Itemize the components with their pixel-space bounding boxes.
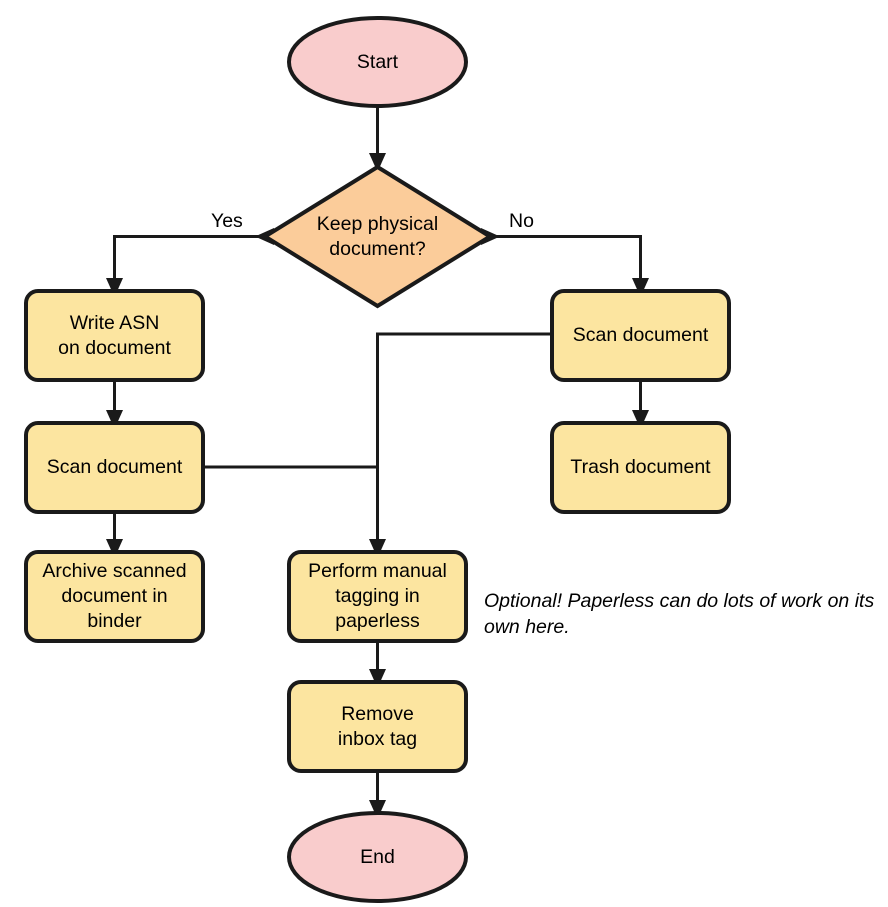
optional-note: Optional! Paperless can do lots of work …: [484, 590, 875, 638]
edge-remove-inbox-to-end: [369, 771, 386, 819]
node-archive-binder-shape[interactable]: [24, 550, 205, 643]
node-end-shape[interactable]: [287, 811, 468, 903]
edge-start-to-decision: [369, 106, 386, 172]
edge-decision-to-write-asn: [106, 228, 274, 297]
edge-scan-left-to-archive: [106, 512, 123, 558]
edge-label-no: No: [509, 210, 534, 232]
node-trash-document-shape[interactable]: [550, 421, 731, 514]
node-remove-inbox-tag-shape[interactable]: [287, 680, 468, 773]
node-scan-document-left-shape[interactable]: [24, 421, 205, 514]
edge-decision-to-scan-right: [481, 228, 649, 297]
edge-manual-tagging-to-remove-inbox: [369, 641, 386, 688]
node-keep-physical-shape[interactable]: [261, 164, 494, 309]
node-start-shape[interactable]: [287, 16, 468, 108]
edge-label-yes: Yes: [211, 210, 243, 232]
node-scan-document-right-shape[interactable]: [550, 289, 731, 382]
node-manual-tagging-shape[interactable]: [287, 550, 468, 643]
edge-write-asn-to-scan-left: [106, 380, 123, 429]
edge-scan-right-to-trash: [632, 380, 649, 429]
node-write-asn-shape[interactable]: [24, 289, 205, 382]
edge-scan-right-to-manual-tagging: [369, 332, 552, 558]
